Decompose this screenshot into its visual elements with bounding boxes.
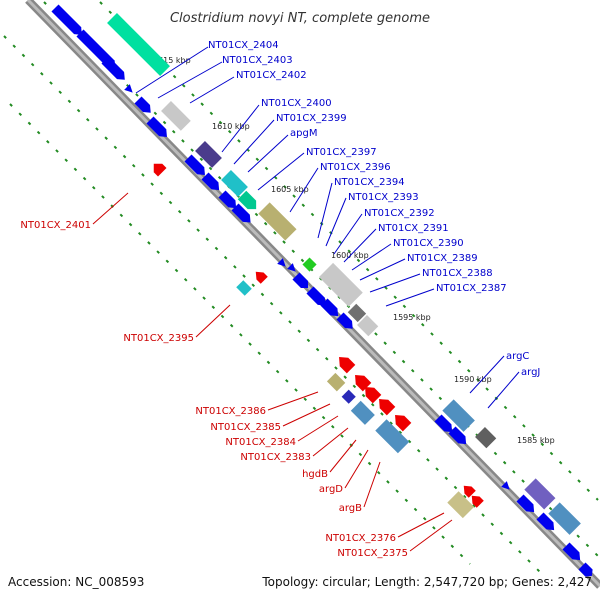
gene-label[interactable]: NT01CX_2386 [195, 406, 266, 417]
gene-block[interactable] [375, 419, 410, 454]
gene-block[interactable] [107, 13, 170, 76]
gene-block[interactable] [341, 389, 356, 404]
gene-label[interactable]: argC [506, 351, 529, 362]
gene-label[interactable]: NT01CX_2397 [306, 147, 377, 158]
gene-label[interactable]: NT01CX_2394 [334, 177, 405, 188]
gene-label[interactable]: NT01CX_2402 [236, 70, 307, 81]
gene-arrow[interactable] [460, 482, 476, 498]
reverse-gene-labels: NT01CX_2401 NT01CX_2395 NT01CX_2386 NT01… [20, 220, 408, 559]
gene-arrow[interactable] [501, 481, 512, 492]
gene-label[interactable]: NT01CX_2389 [407, 253, 478, 264]
gene-arrow[interactable] [124, 84, 135, 95]
gene-label[interactable]: NT01CX_2400 [261, 98, 332, 109]
gene-block[interactable] [326, 372, 346, 392]
gene-arrow[interactable] [134, 96, 154, 116]
gene-arrow[interactable] [287, 263, 298, 274]
gene-label[interactable]: NT01CX_2388 [422, 268, 493, 279]
kbp-label: 1610 kbp [212, 122, 250, 131]
gene-arrow[interactable] [434, 414, 455, 435]
gene-block[interactable] [548, 502, 581, 535]
gene-label[interactable]: apgM [290, 128, 317, 139]
gene-arrow[interactable] [335, 353, 356, 374]
gene-arrow[interactable] [375, 395, 396, 416]
gene-label[interactable]: NT01CX_2393 [348, 192, 419, 203]
gene-arrow[interactable] [237, 190, 261, 214]
gene-arrow[interactable] [184, 154, 208, 178]
gene-block[interactable] [447, 491, 475, 519]
kbp-label: 1605 kbp [271, 185, 309, 194]
accession-text: Accession: NC_008593 [8, 575, 144, 589]
gene-arrow[interactable] [468, 492, 484, 508]
gene-block[interactable] [357, 315, 379, 337]
gene-label[interactable]: NT01CX_2387 [436, 283, 507, 294]
gene-block[interactable] [442, 399, 475, 432]
gene-label[interactable]: NT01CX_2403 [222, 55, 293, 66]
gene-arrow[interactable] [306, 286, 329, 309]
gene-label[interactable]: NT01CX_2384 [225, 437, 296, 448]
kbp-label: 1590 kbp [454, 375, 492, 384]
reverse-leaders [92, 192, 453, 552]
gene-arrow[interactable] [277, 258, 288, 269]
gene-label[interactable]: NT01CX_2395 [123, 333, 194, 344]
gene-label[interactable]: argJ [521, 367, 540, 378]
gene-arrow[interactable] [201, 172, 222, 193]
gene-arrow[interactable] [51, 4, 85, 38]
gene-arrow[interactable] [101, 56, 128, 83]
gene-label[interactable]: NT01CX_2396 [320, 162, 391, 173]
gene-arrow[interactable] [391, 411, 412, 432]
gene-arrow[interactable] [351, 371, 372, 392]
gene-label[interactable]: NT01CX_2385 [210, 422, 281, 433]
gene-label[interactable]: NT01CX_2404 [208, 40, 279, 51]
gene-block[interactable] [302, 257, 317, 272]
gene-arrow[interactable] [361, 383, 382, 404]
gene-arrow[interactable] [536, 512, 557, 533]
map-title: Clostridium novyi NT, complete genome [170, 11, 430, 26]
gene-label[interactable]: argB [339, 503, 362, 514]
topology-text: Topology: circular; Length: 2,547,720 bp… [261, 575, 592, 589]
gene-label[interactable]: NT01CX_2383 [240, 452, 311, 463]
gene-arrow[interactable] [252, 268, 268, 284]
gene-label[interactable]: NT01CX_2399 [276, 113, 347, 124]
gene-arrow[interactable] [76, 29, 118, 71]
gene-block[interactable] [236, 280, 252, 296]
gene-block[interactable] [318, 262, 363, 307]
gene-label[interactable]: hgdB [302, 469, 328, 480]
gene-arrow[interactable] [516, 494, 537, 515]
gene-arrow[interactable] [336, 312, 356, 332]
gene-arrow[interactable] [150, 160, 167, 177]
gene-arrow[interactable] [578, 562, 595, 579]
gene-block[interactable] [195, 141, 222, 168]
gene-block[interactable] [475, 427, 497, 449]
gene-label[interactable]: NT01CX_2376 [325, 533, 396, 544]
gene-block[interactable] [221, 170, 248, 197]
gene-label[interactable]: NT01CX_2390 [393, 238, 464, 249]
gene-arrow[interactable] [320, 298, 341, 319]
gene-label[interactable]: NT01CX_2401 [20, 220, 91, 231]
gene-block[interactable] [161, 101, 191, 131]
gene-label[interactable]: NT01CX_2391 [378, 223, 449, 234]
gene-block[interactable] [258, 202, 297, 241]
forward-leaders [135, 46, 520, 409]
gene-arrow[interactable] [562, 542, 583, 563]
gene-block[interactable] [350, 400, 375, 425]
forward-strand-genes [51, 4, 595, 579]
gene-arrow[interactable] [231, 203, 254, 226]
forward-gene-labels: NT01CX_2404 NT01CX_2403 NT01CX_2402 NT01… [208, 40, 540, 378]
kbp-label: 1615 kbp [153, 56, 191, 65]
gene-arrow[interactable] [146, 116, 170, 140]
gene-arrow[interactable] [448, 426, 469, 447]
gene-arrow[interactable] [292, 272, 311, 291]
kbp-label: 1595 kbp [393, 313, 431, 322]
gene-label[interactable]: NT01CX_2392 [364, 208, 435, 219]
gene-block[interactable] [347, 303, 367, 323]
gene-block[interactable] [524, 478, 556, 510]
kbp-label: 1585 kbp [517, 436, 555, 445]
gene-label[interactable]: NT01CX_2375 [337, 548, 408, 559]
gene-label[interactable]: argD [319, 484, 343, 495]
gene-arrow[interactable] [218, 190, 239, 211]
